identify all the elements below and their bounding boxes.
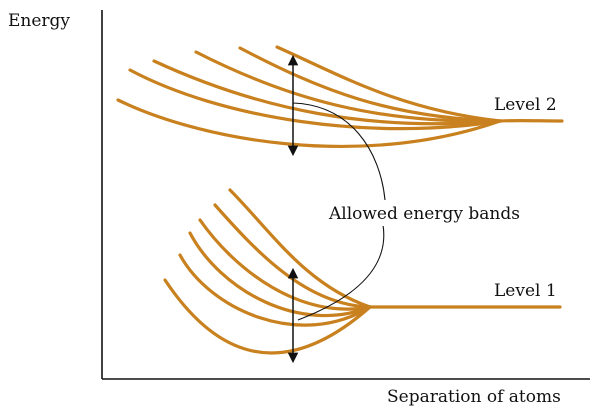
y-axis-label: Energy <box>8 11 70 31</box>
level-1-band-curves <box>163 188 562 355</box>
level-1-curve-1 <box>228 188 372 309</box>
level-1-curve-3 <box>198 218 372 311</box>
level-1-curve-4 <box>188 231 372 318</box>
level-2-label: Level 2 <box>494 95 557 115</box>
allowed-energy-bands-label: Allowed energy bands <box>328 204 520 224</box>
level-2-curve-5 <box>128 68 502 131</box>
bands-leader-upper <box>292 102 386 201</box>
bands-leader-lower <box>297 224 385 321</box>
level-2-curve-2 <box>238 46 502 123</box>
bands-label-backdrop <box>322 200 544 226</box>
level-1-curve-6 <box>163 278 372 355</box>
x-axis-label: Separation of atoms <box>387 387 561 407</box>
level-1-curve-5 <box>178 253 372 327</box>
level-1-label: Level 1 <box>494 281 557 301</box>
level-1-curve-2 <box>213 203 372 309</box>
level-2-curve-3 <box>194 50 502 123</box>
level-2-curve-4 <box>152 59 502 126</box>
level-2-curve-1 <box>275 45 502 123</box>
level-2-band-curves <box>116 45 564 149</box>
level-2-curve-6 <box>116 98 502 149</box>
